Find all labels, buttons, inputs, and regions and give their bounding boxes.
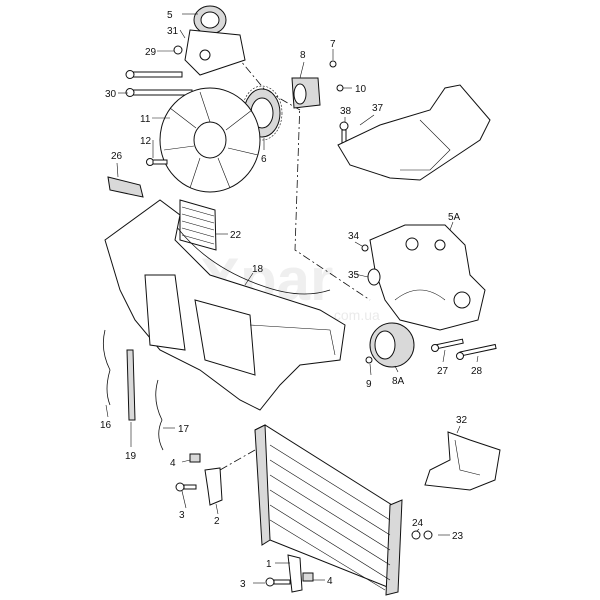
leader-lines (105, 13, 479, 584)
callout-4-lower: 4 (327, 576, 333, 587)
callout-38: 38 (340, 106, 352, 117)
part-22-grille (179, 199, 217, 251)
part-19-side-strip (126, 349, 136, 421)
watermark-subtext: .com.ua (330, 307, 380, 323)
part-5-tensioner (184, 5, 246, 76)
callout-7: 7 (330, 39, 336, 50)
part-12-bolt (146, 158, 168, 166)
part-2-bracket (204, 467, 223, 506)
callout-30: 30 (105, 89, 117, 100)
part-35-plug (367, 268, 381, 286)
callout-16: 16 (100, 420, 112, 431)
part-4-clip-lower (302, 572, 314, 582)
part-17-side-seal (155, 379, 164, 451)
part-3-bolt-lower (265, 577, 291, 587)
part-8-fan-hub (291, 60, 344, 109)
callout-9: 9 (366, 379, 372, 390)
callout-26: 26 (111, 151, 123, 162)
part-1-bracket (287, 554, 303, 593)
callout-32: 32 (456, 415, 468, 426)
part-9-bolt (365, 356, 373, 364)
part-16-side-seal (102, 329, 111, 406)
callout-11: 11 (140, 114, 151, 125)
callout-5: 5 (167, 10, 173, 21)
part-11-fan (159, 87, 261, 193)
callout-22: 22 (230, 230, 242, 241)
callout-5A: 5A (448, 212, 461, 223)
part-18-seal (159, 199, 331, 295)
callout-1: 1 (266, 559, 272, 570)
callout-35: 35 (348, 270, 360, 281)
callout-29: 29 (145, 47, 157, 58)
callout-19: 19 (125, 451, 137, 462)
callout-6: 6 (261, 154, 267, 165)
callout-24: 24 (412, 518, 424, 529)
callout-23: 23 (452, 531, 464, 542)
callout-12: 12 (140, 136, 152, 147)
radiator (254, 424, 403, 596)
part-32-air-duct (424, 431, 501, 491)
callout-37: 37 (372, 103, 384, 114)
part-34-bolt (361, 244, 369, 252)
part-4-clip-upper (189, 453, 201, 463)
callout-31: 31 (167, 26, 179, 37)
axis-line-bracket (219, 449, 256, 471)
part-37-cover (337, 84, 491, 181)
callout-labels: 5 31 29 30 8 7 10 11 12 6 38 37 26 22 18… (100, 10, 483, 590)
callout-3-lower: 3 (240, 579, 246, 590)
callout-34: 34 (348, 231, 360, 242)
callout-18: 18 (252, 264, 264, 275)
part-28-bolt (456, 343, 497, 360)
part-27-bolt (431, 338, 464, 352)
part-23-nut (423, 530, 433, 540)
lock-carrier-frame (104, 199, 346, 411)
part-8A-pulley (369, 322, 415, 368)
callout-17: 17 (178, 424, 190, 435)
callout-8A: 8A (392, 376, 405, 387)
part-29-30-bolts (125, 45, 193, 97)
callout-10: 10 (355, 84, 367, 95)
part-26-strip (107, 176, 144, 198)
callout-4-upper: 4 (170, 458, 176, 469)
part-5A-bracket (369, 224, 486, 331)
callout-28: 28 (471, 366, 483, 377)
part-24-washer (411, 530, 421, 540)
callout-27: 27 (437, 366, 449, 377)
callout-8: 8 (300, 50, 306, 61)
axis-line-center (294, 99, 371, 301)
part-3-bolt-upper (175, 482, 197, 492)
callout-3-upper: 3 (179, 510, 185, 521)
callout-2: 2 (214, 516, 220, 527)
